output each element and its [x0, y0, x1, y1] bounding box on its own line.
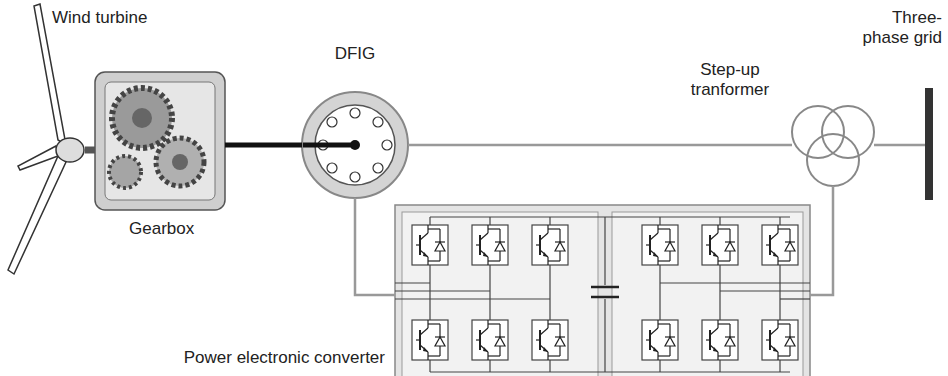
rotor-line [355, 198, 395, 295]
turbine-node: Wind turbine [10, 30, 85, 275]
gearbox-drawing [95, 72, 225, 210]
grid-bus-bar [925, 88, 933, 200]
grid-line [874, 144, 925, 147]
grid-node: Three-phase grid [925, 88, 933, 200]
component-label: DFIG [302, 44, 408, 64]
transformer-symbol [792, 106, 874, 186]
component-label: Wind turbine [52, 8, 147, 28]
gearbox-node: Gearbox [95, 72, 225, 210]
stator-line [408, 144, 792, 147]
component-label: Gearbox [129, 219, 194, 239]
transformer-node: Step-up tranformer [792, 106, 874, 186]
component-label: Three-phase grid [846, 8, 942, 48]
generator-shaft [225, 143, 302, 148]
dfig-node: DFIG [302, 92, 408, 198]
turbine-rotor [8, 4, 84, 274]
converter-drawing [395, 205, 810, 376]
component-label: Step-up tranformer [674, 60, 786, 100]
grid-side-line [810, 186, 833, 295]
converter-node: Power electronic converter [395, 205, 810, 376]
rotor-shaft [85, 147, 95, 154]
component-label: Power electronic converter [184, 348, 385, 368]
dfig-machine [302, 92, 408, 198]
